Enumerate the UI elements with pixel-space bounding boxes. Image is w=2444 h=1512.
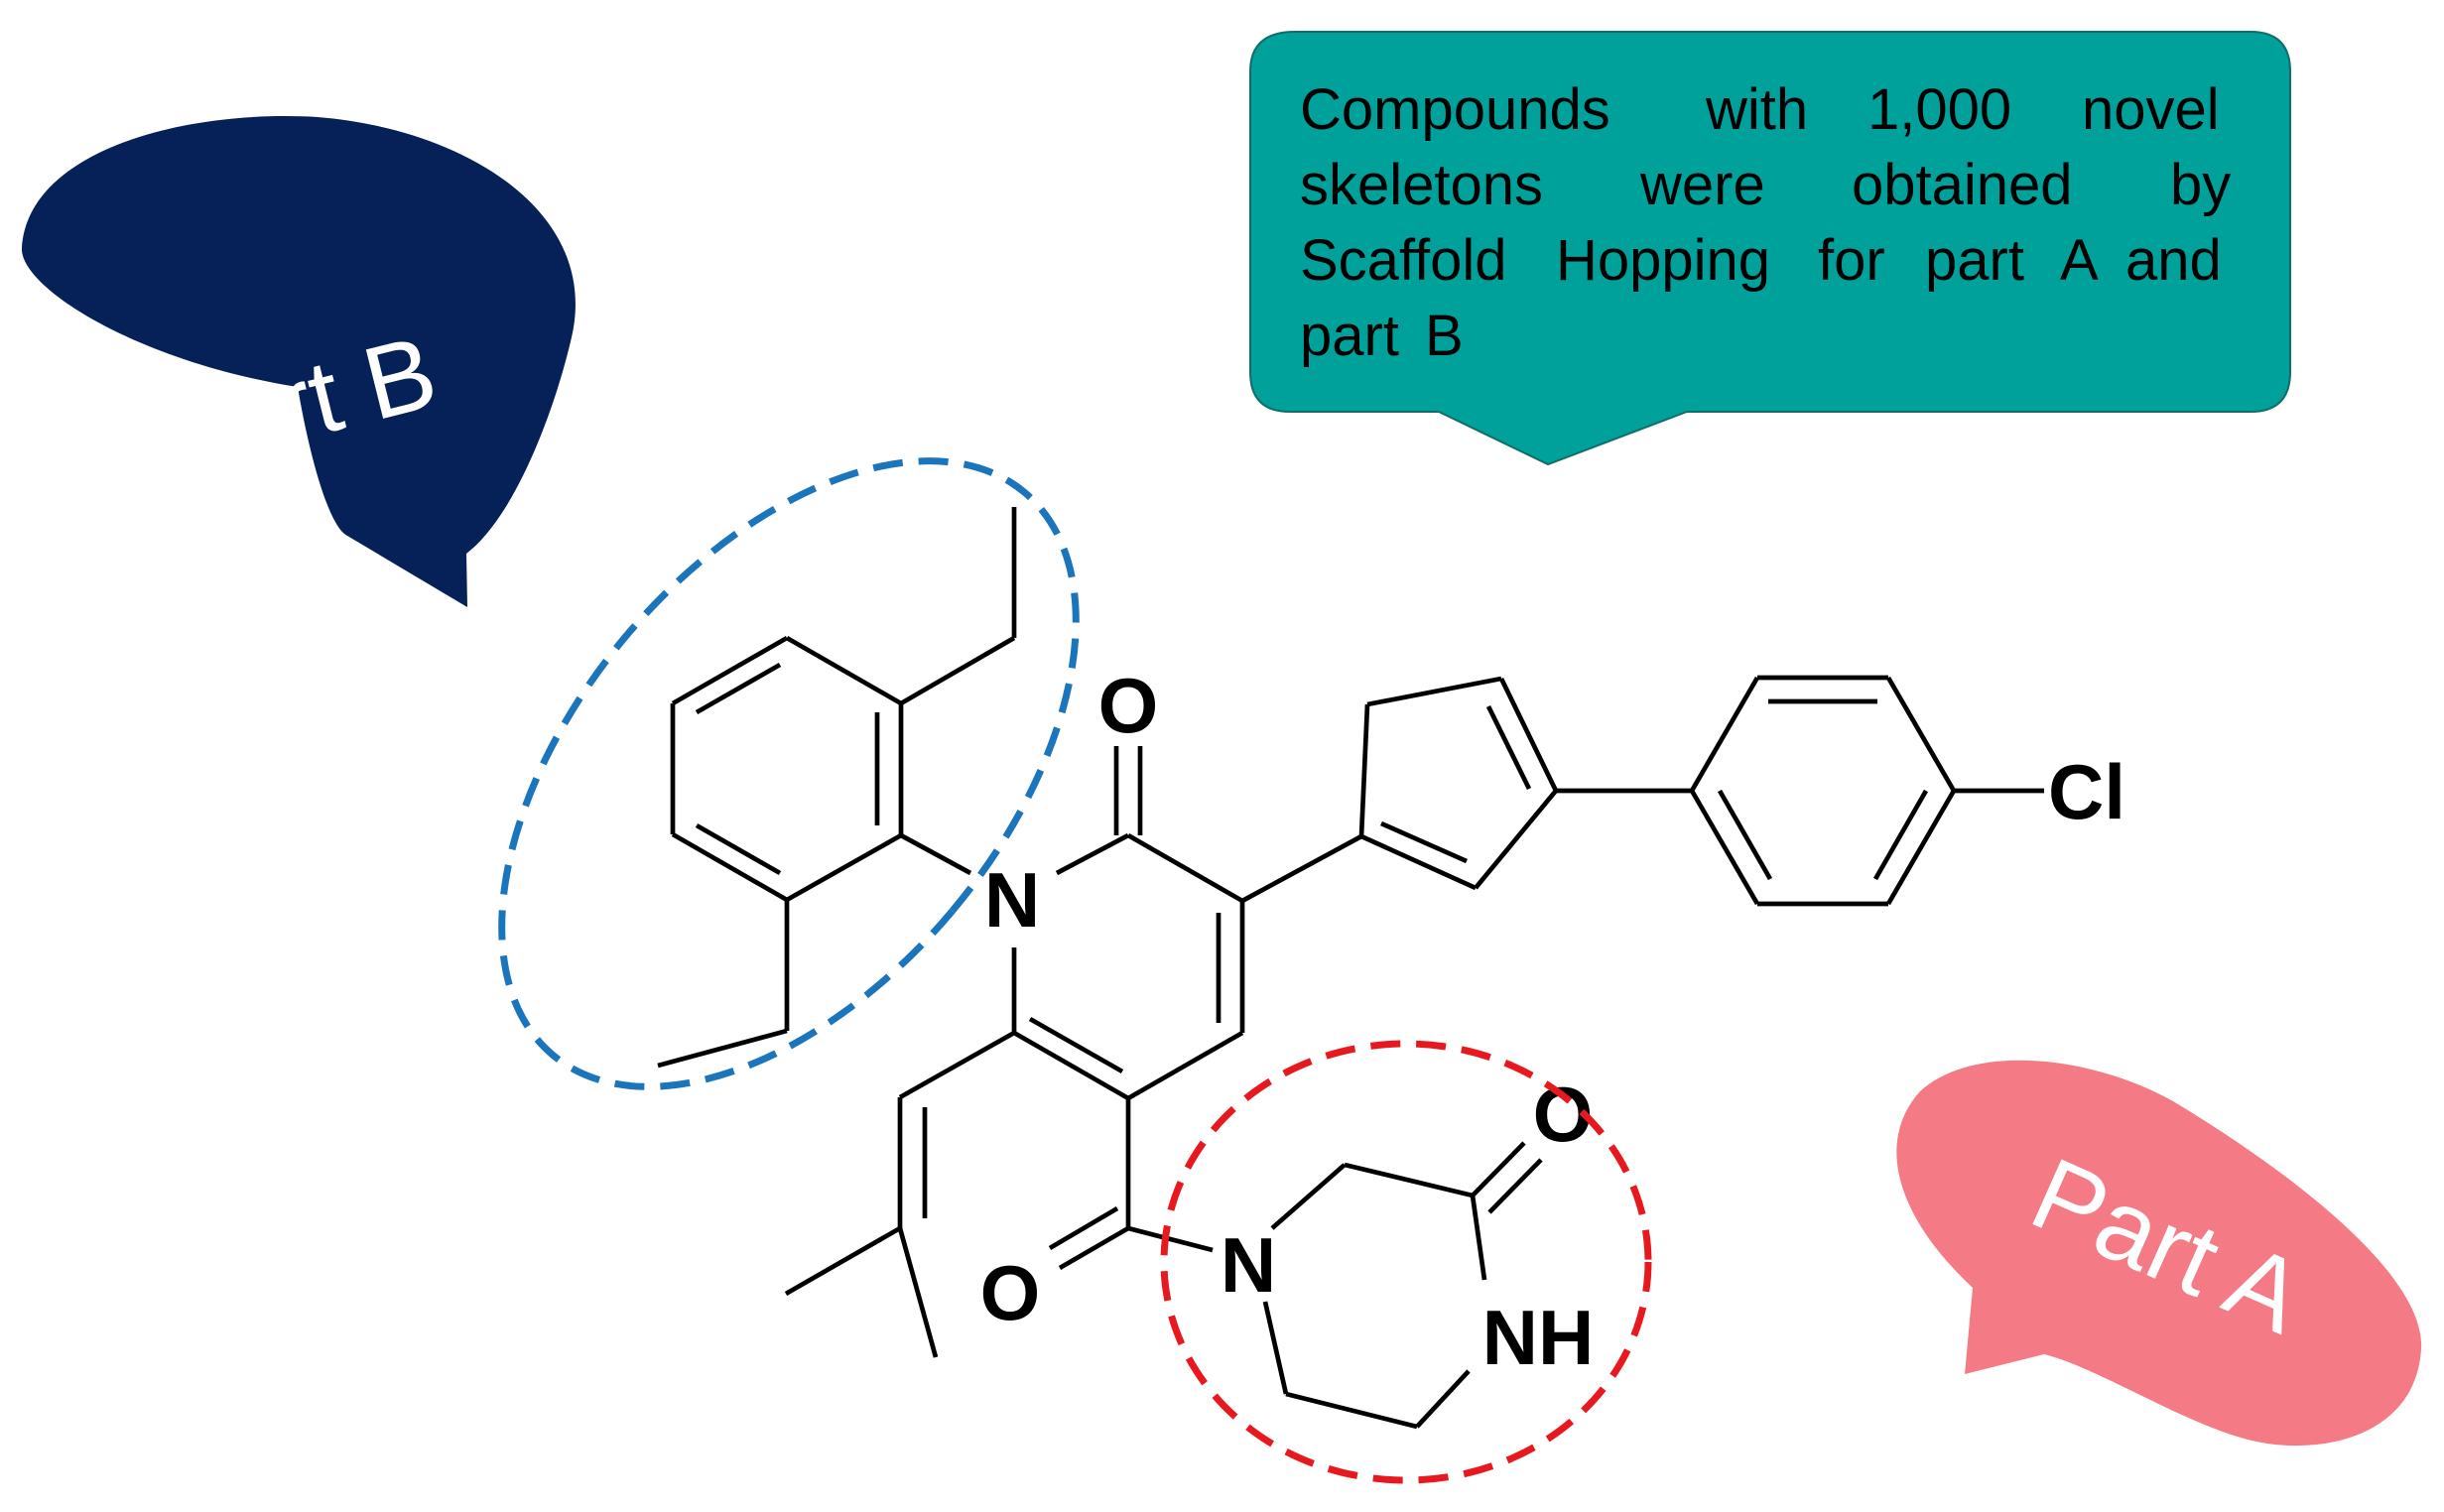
atom-cl: Cl bbox=[2048, 748, 2125, 835]
bond bbox=[1055, 832, 1130, 876]
bond bbox=[1487, 1158, 1543, 1214]
bond bbox=[1689, 789, 1760, 906]
atom-n-piperazine: N bbox=[1221, 1221, 1276, 1309]
bond bbox=[657, 1028, 788, 1069]
bond bbox=[1485, 704, 1532, 791]
bond bbox=[1885, 789, 1957, 906]
bond bbox=[785, 635, 903, 706]
bond bbox=[671, 635, 789, 706]
part-b-bubble-shape bbox=[21, 116, 576, 607]
bond bbox=[898, 1030, 1016, 1100]
bond bbox=[1127, 1225, 1214, 1253]
bond bbox=[1474, 789, 1558, 890]
bond bbox=[1058, 1225, 1130, 1271]
bond bbox=[671, 831, 789, 903]
bond bbox=[784, 1225, 902, 1297]
bond bbox=[1360, 833, 1477, 891]
callout-box bbox=[1249, 31, 2291, 466]
part-a-bubble-shape bbox=[1896, 1060, 2422, 1447]
callout-line-1: Compounds with 1,000 novel bbox=[1300, 77, 2220, 142]
callout: Compounds with 1,000 novel skeletons wer… bbox=[1249, 31, 2291, 466]
bond bbox=[1028, 1016, 1124, 1074]
atom-nh: NH bbox=[1482, 1294, 1595, 1381]
callout-line-2: skeletons were obtained by bbox=[1300, 153, 2231, 217]
bond bbox=[1285, 1391, 1418, 1430]
bond bbox=[1470, 1195, 1487, 1281]
bond bbox=[1262, 1301, 1289, 1395]
bond bbox=[1358, 703, 1370, 837]
bond bbox=[1126, 1030, 1244, 1101]
bond bbox=[899, 832, 972, 876]
bond bbox=[1885, 676, 1957, 793]
bond bbox=[1240, 833, 1363, 904]
callout-line-4: part B bbox=[1300, 304, 1464, 368]
bond bbox=[1048, 1205, 1119, 1251]
bond bbox=[695, 822, 782, 876]
bond bbox=[1717, 789, 1773, 881]
callout-line-3: Scaffold Hopping for part A and bbox=[1300, 228, 2222, 293]
part-b-bubble: Part B bbox=[21, 116, 576, 607]
atom-labels: O N Cl O N NH O bbox=[980, 662, 2125, 1381]
bond bbox=[1344, 1162, 1474, 1198]
molecule-bonds bbox=[657, 507, 2044, 1430]
atom-n-pyridone: N bbox=[984, 856, 1040, 944]
bond bbox=[1872, 789, 1929, 881]
bond bbox=[1126, 832, 1244, 904]
bond bbox=[1270, 1163, 1347, 1230]
part-a-bubble: Part A bbox=[1896, 1060, 2422, 1447]
part-b-highlight bbox=[498, 457, 1080, 1090]
atom-o-pyridone: O bbox=[1098, 662, 1159, 749]
bond bbox=[1366, 676, 1502, 707]
bond bbox=[899, 635, 1016, 706]
atom-o-amide: O bbox=[980, 1249, 1041, 1336]
bond bbox=[1471, 1141, 1526, 1197]
bond bbox=[785, 832, 903, 903]
bond bbox=[1498, 677, 1559, 793]
part-a-highlight bbox=[1160, 1040, 1652, 1484]
bond bbox=[1415, 1369, 1471, 1429]
bond bbox=[695, 662, 782, 715]
bond bbox=[1689, 676, 1760, 793]
bond bbox=[1012, 1030, 1130, 1101]
bond bbox=[1380, 820, 1468, 864]
bond bbox=[897, 1227, 939, 1358]
